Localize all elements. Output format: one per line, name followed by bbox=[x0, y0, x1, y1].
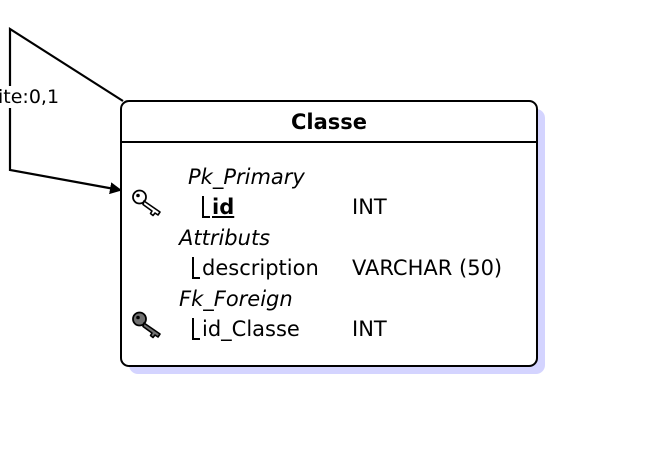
entity-classe[interactable]: Classe Pk_Primary id INT Attributs descr… bbox=[120, 100, 538, 367]
field-name: description bbox=[202, 256, 319, 280]
entity-title: Classe bbox=[122, 102, 536, 143]
field-name: id bbox=[212, 195, 235, 219]
field-type: INT bbox=[352, 195, 387, 219]
relation-cardinality-label: ite:0,1 bbox=[0, 86, 62, 108]
field-row-description[interactable]: description bbox=[192, 255, 319, 281]
key-filled-icon bbox=[132, 311, 161, 339]
field-row-id-classe[interactable]: id_Classe bbox=[192, 316, 300, 342]
field-row-id[interactable]: id bbox=[202, 194, 234, 220]
group-label-primary: Pk_Primary bbox=[188, 165, 305, 189]
group-label-attributes: Attributs bbox=[179, 226, 271, 250]
key-outline-icon bbox=[132, 189, 161, 217]
relation-line[interactable] bbox=[8, 26, 124, 195]
group-label-foreign: Fk_Foreign bbox=[179, 287, 293, 311]
field-type: INT bbox=[352, 317, 387, 341]
tree-branch-icon bbox=[192, 257, 200, 279]
field-name: id_Classe bbox=[202, 317, 300, 341]
tree-branch-icon bbox=[192, 318, 200, 340]
field-type: VARCHAR (50) bbox=[352, 256, 503, 280]
tree-branch-icon bbox=[202, 196, 210, 218]
